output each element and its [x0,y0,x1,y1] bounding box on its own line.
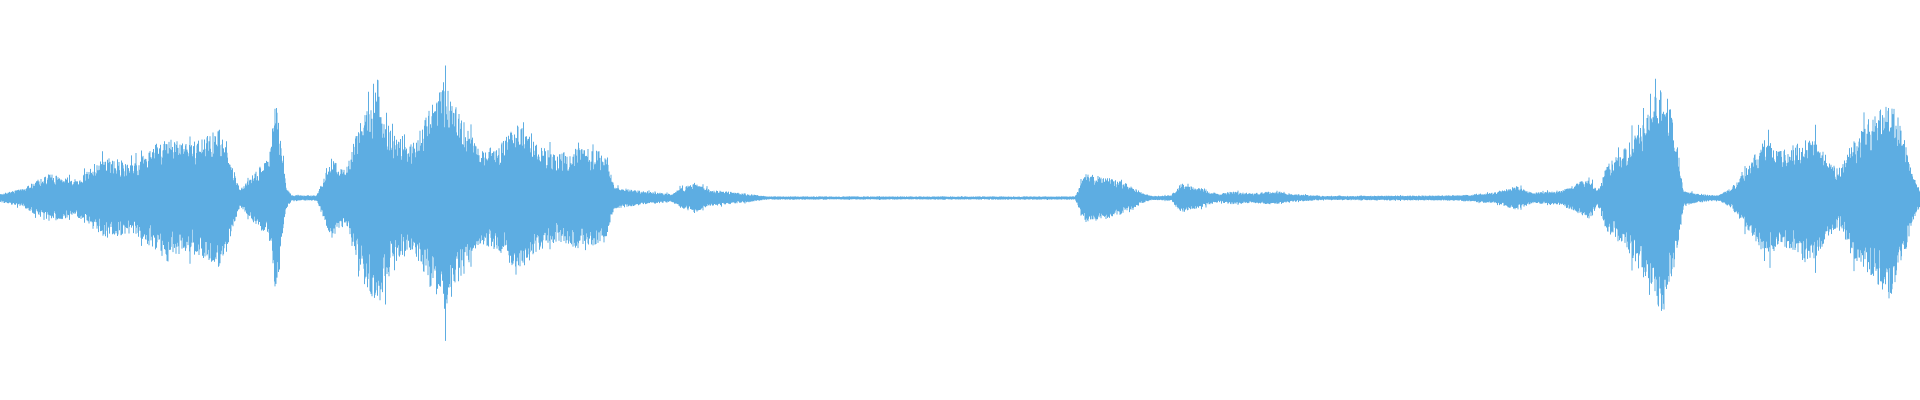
waveform-amplitude-path [0,65,1920,341]
